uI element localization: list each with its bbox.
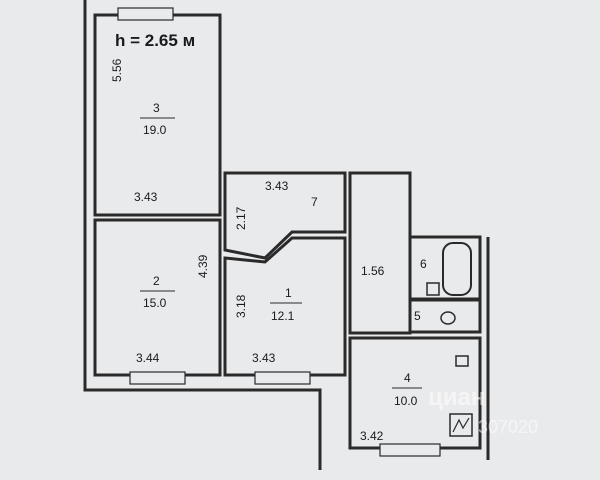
- room-1-number: 1: [285, 286, 292, 300]
- window-room-1: [254, 371, 311, 385]
- room-2-width: 3.44: [136, 351, 160, 365]
- room-3-length: 5.56: [110, 58, 124, 82]
- room-1-width: 3.43: [252, 351, 276, 365]
- windows: [117, 7, 441, 457]
- window-room-3: [117, 7, 174, 21]
- room-4-area: 10.0: [394, 394, 418, 408]
- window-room-2: [129, 371, 186, 385]
- ceiling-height-label: h = 2.65 м: [115, 31, 195, 50]
- outer-wall-left: [83, 0, 322, 470]
- toilet-icon: [440, 311, 456, 325]
- room-7-width: 3.43: [265, 179, 289, 193]
- room-3-area: 19.0: [143, 123, 167, 137]
- room-7-walls: [223, 171, 347, 260]
- room-3-width: 3.43: [134, 190, 158, 204]
- window-room-4: [379, 443, 441, 457]
- room-1-length: 3.18: [234, 294, 248, 318]
- watermark-brand: циан: [428, 384, 485, 411]
- room-1-area: 12.1: [271, 309, 295, 323]
- room-7-length: 2.17: [234, 206, 248, 230]
- sink-icon: [426, 282, 440, 296]
- room-7-number: 7: [311, 195, 318, 209]
- room-6-number: 6: [420, 257, 427, 271]
- room-3-number: 3: [153, 101, 160, 115]
- stove-zigzag: [452, 417, 470, 433]
- room-2-length: 4.39: [196, 254, 210, 278]
- corridor-width: 1.56: [361, 264, 385, 278]
- room-4-width: 3.42: [360, 429, 384, 443]
- room-2-area: 15.0: [143, 296, 167, 310]
- bathtub-icon: [442, 242, 472, 296]
- room-1-walls: [223, 236, 347, 377]
- kitchen-sink-icon: [455, 355, 469, 367]
- room-4-number: 4: [404, 371, 411, 385]
- room-5-number: 5: [414, 309, 421, 323]
- room-5-walls: [408, 298, 482, 334]
- watermark-id: 307020: [478, 417, 538, 437]
- stove-icon: [449, 413, 473, 437]
- room-2-number: 2: [153, 274, 160, 288]
